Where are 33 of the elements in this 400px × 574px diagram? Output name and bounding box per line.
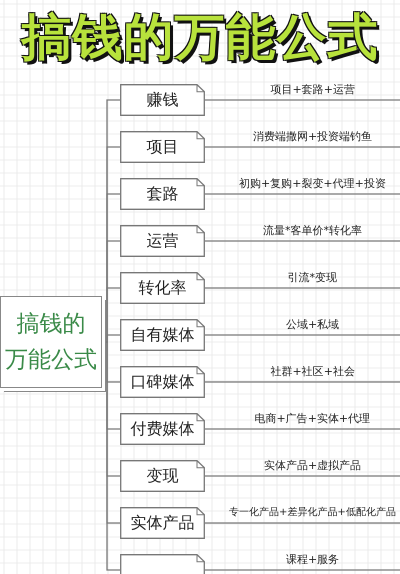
- edge-label: 项目+套路+运营: [270, 83, 355, 97]
- note-box: 实体产品: [120, 507, 205, 539]
- branch-line: [205, 334, 400, 336]
- note-box: 赚钱: [120, 84, 205, 116]
- edge-label: 流量*客单价*转化率: [263, 224, 362, 238]
- title: 搞钱的万能公式: [19, 7, 380, 68]
- branch-line: [205, 428, 400, 430]
- edge-label: 消费端撒网+投资端钓鱼: [253, 130, 372, 144]
- edge-label: 公域+私域: [286, 318, 340, 332]
- edge-label: 电商+广告+实体+代理: [254, 412, 370, 426]
- branch-line: [205, 240, 400, 242]
- branch-line: [205, 522, 400, 524]
- branch-line: [205, 99, 400, 101]
- edge-label: 专一化产品+差异化产品+低配化产品: [229, 506, 396, 520]
- note-box: 转化率: [120, 272, 205, 304]
- edge-label: 课程+服务: [286, 553, 340, 567]
- branch-line: [205, 287, 400, 289]
- branch-line: [205, 475, 400, 477]
- note-box: 套路: [120, 178, 205, 210]
- edge-label: 初购+复购+裂变+代理+投资: [239, 177, 386, 191]
- edge-label: 引流*变现: [288, 271, 337, 285]
- branch-line: [205, 146, 400, 148]
- note-box: 口碑媒体: [120, 366, 205, 398]
- edge-label: 实体产品+虚拟产品: [264, 459, 362, 473]
- branch-line: [205, 569, 400, 571]
- note-box: 自有媒体: [120, 319, 205, 351]
- note-box: 付费媒体: [120, 413, 205, 445]
- edge-label: 社群+社区+社会: [270, 365, 355, 379]
- branch-line: [205, 381, 400, 383]
- note-box: 项目: [120, 131, 205, 163]
- note-box: 变现: [120, 460, 205, 492]
- branch-line: [205, 193, 400, 195]
- note-box: 运营: [120, 225, 205, 257]
